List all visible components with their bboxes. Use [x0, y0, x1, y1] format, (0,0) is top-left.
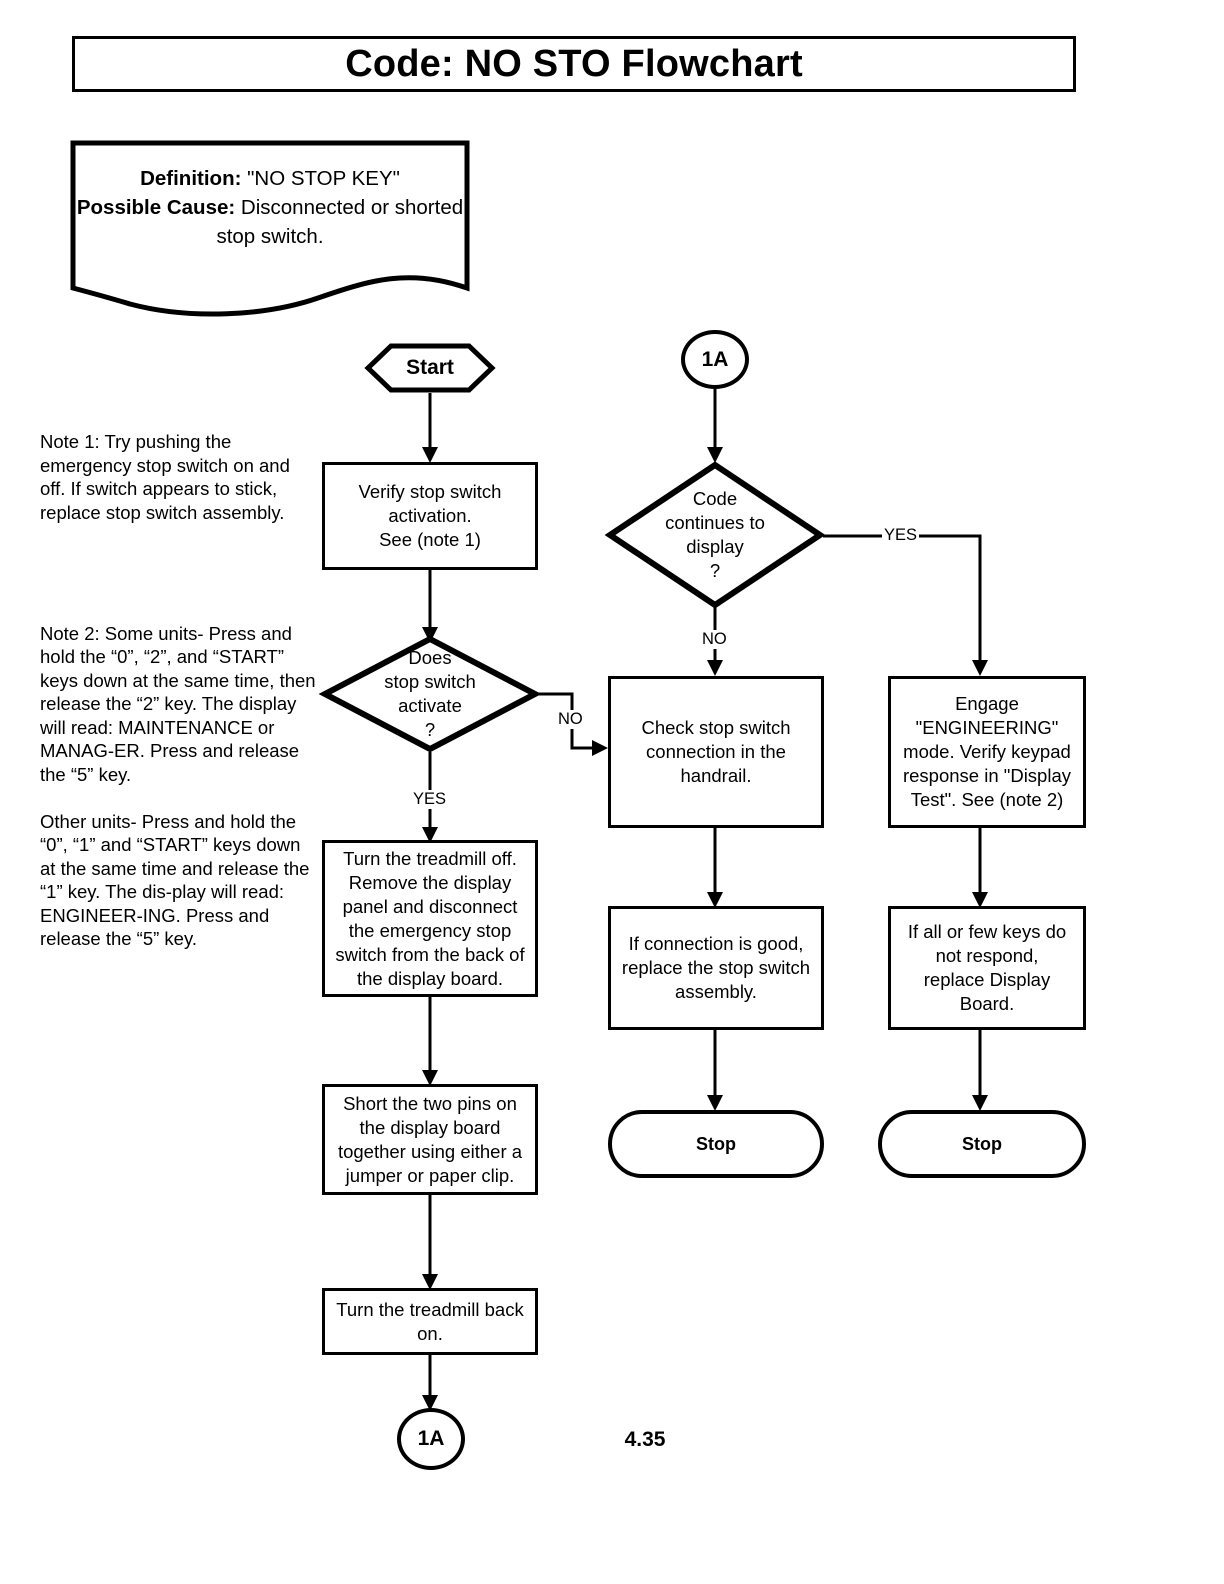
note-2-part-5: ING. Press and release the “5” key. [40, 904, 270, 950]
note-2-text: Note 2: Some units- Press and hold the “… [40, 598, 316, 951]
node-turn-treadmill-back-on[interactable]: Turn the treadmill back on. [322, 1288, 538, 1355]
node-connector-1a-bottom[interactable]: 1A [397, 1408, 465, 1470]
node-short-two-pins[interactable]: Short the two pins on the display board … [322, 1084, 538, 1195]
node-turn-treadmill-off-label: Turn the treadmill off. Remove the displ… [335, 847, 525, 989]
possible-cause-line: Possible Cause: Disconnected or shorted … [70, 193, 470, 251]
definition-value: "NO STOP KEY" [247, 167, 400, 190]
note-1-text: Note 1: Try pushing the emergency stop s… [40, 431, 290, 523]
note-2-part-3: Other units- Press and hold the “0”, “1”… [40, 810, 310, 903]
node-keys-not-respond-replace-board-label: If all or few keys do not respond, repla… [907, 921, 1067, 1014]
node-stop-middle-label: Stop [696, 1133, 736, 1154]
diamond-shape [318, 635, 542, 753]
node-verify-stop-switch-label: Verify stop switch activation. See (note… [358, 481, 502, 550]
node-connector-1a-top[interactable]: 1A [681, 330, 749, 389]
node-turn-treadmill-back-on-label: Turn the treadmill back on. [336, 1298, 524, 1344]
edge-label-does-activate-no: NO [556, 710, 585, 729]
node-stop-right-label: Stop [962, 1133, 1002, 1154]
possible-cause-value: Disconnected or shorted stop switch. [216, 196, 464, 248]
definition-text: Definition: "NO STOP KEY" Possible Cause… [70, 164, 470, 251]
note-2-part-2: ER. Press and release the “5” key. [40, 740, 300, 785]
node-check-stop-switch-connection-label: Check stop switch connection in the hand… [641, 717, 791, 786]
definition-banner: Definition: "NO STOP KEY" Possible Cause… [70, 140, 470, 320]
node-does-stop-switch-activate-decision[interactable]: Does stop switch activate ? [318, 635, 542, 753]
node-stop-middle[interactable]: Stop [608, 1110, 824, 1178]
node-check-stop-switch-connection[interactable]: Check stop switch connection in the hand… [608, 676, 824, 828]
node-code-continues-decision[interactable]: Code continues to display ? [604, 461, 826, 609]
node-connector-1a-bottom-label: 1A [417, 1427, 445, 1450]
node-connector-1a-top-label: 1A [701, 347, 729, 371]
node-engage-engineering-label: Engage "ENGINEERING" mode. Verify keypad… [902, 693, 1071, 810]
page-title: Code: NO STO Flowchart [345, 42, 803, 85]
node-keys-not-respond-replace-board[interactable]: If all or few keys do not respond, repla… [888, 906, 1086, 1030]
page-title-box: Code: NO STO Flowchart [72, 36, 1076, 92]
definition-banner-shape [70, 140, 470, 317]
note-2-part-4: play will read: ENGINEER- [40, 881, 285, 926]
definition-line: Definition: "NO STOP KEY" [70, 164, 470, 193]
edge-label-code-display-no: NO [700, 630, 729, 649]
node-does-stop-switch-activate-label: Does stop switch activate ? [384, 647, 476, 740]
node-start[interactable]: Start [364, 343, 496, 393]
node-verify-stop-switch[interactable]: Verify stop switch activation. See (note… [322, 462, 538, 570]
node-engage-engineering[interactable]: Engage "ENGINEERING" mode. Verify keypad… [888, 676, 1086, 828]
edge-label-code-display-yes: YES [882, 526, 920, 545]
possible-cause-label: Possible Cause: [76, 196, 236, 219]
definition-label: Definition: [140, 167, 242, 190]
node-short-two-pins-label: Short the two pins on the display board … [337, 1092, 523, 1186]
node-start-label: Start [406, 356, 454, 379]
edge-label-does-activate-yes: YES [411, 790, 449, 809]
note-2-part-1: Note 2: Some units- Press and hold the “… [40, 622, 316, 762]
page-number: 4.35 [624, 1428, 666, 1451]
node-turn-treadmill-off[interactable]: Turn the treadmill off. Remove the displ… [322, 840, 538, 997]
node-connection-good-replace-switch-label: If connection is good, replace the stop … [621, 933, 811, 1002]
diamond-shape [604, 461, 826, 609]
node-stop-right[interactable]: Stop [878, 1110, 1086, 1178]
node-connection-good-replace-switch[interactable]: If connection is good, replace the stop … [608, 906, 824, 1030]
hexagon-shape [364, 343, 496, 393]
node-code-continues-decision-label: Code continues to display ? [665, 488, 765, 581]
